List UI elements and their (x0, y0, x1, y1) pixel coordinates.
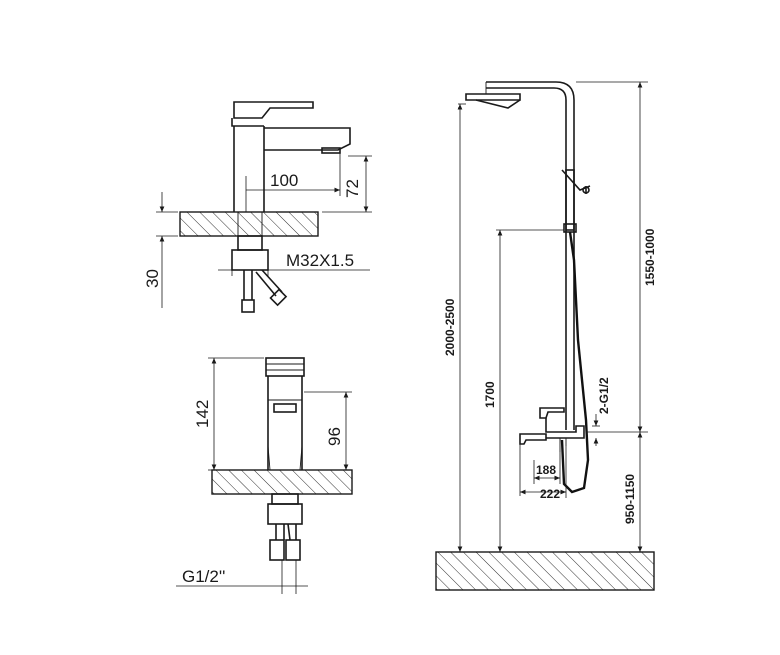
rain-shower-head (465, 93, 521, 101)
spout-aerator (321, 147, 341, 154)
supply-hose-side (243, 269, 283, 300)
countertop-side (179, 211, 319, 237)
dim-overall-height: 2000-2500 (443, 298, 457, 356)
faucet-body-front (267, 376, 303, 470)
bath-spout (519, 433, 547, 445)
dim-inlet: 2-G1/2 (597, 377, 611, 414)
mounting-nut-side (231, 249, 269, 271)
dim-holder-height: 1700 (483, 381, 497, 408)
dim-spout-reach: 100 (270, 171, 298, 190)
faucet-shank-side (237, 235, 263, 251)
shower-column: 2000-2500 1550-1000 950-1150 1700 2-G1/2… (435, 81, 657, 591)
dim-thread: M32X1.5 (286, 251, 354, 270)
shower-arm (486, 81, 575, 430)
slide-bar (565, 169, 575, 231)
dim-spout-222: 222 (540, 487, 560, 501)
basin-faucet-front-view: 142 96 G1/2'' (176, 357, 353, 594)
faucet-lever (233, 101, 314, 119)
dim-spout-188: 188 (536, 463, 556, 477)
supply-hose-front (275, 523, 297, 541)
faucet-shank-front (271, 493, 299, 505)
dim-spout-height: 72 (343, 179, 362, 198)
basin-faucet-side-view: 100 72 30 M32X1.5 (143, 101, 372, 313)
shower-hose (560, 231, 590, 494)
dim-body-height: 96 (325, 427, 344, 446)
shower-mixer (539, 407, 565, 419)
faucet-head-front (265, 357, 305, 377)
mounting-nut-front (267, 503, 303, 525)
dim-column-adjust: 1550-1000 (643, 228, 657, 286)
dim-hose-thread: G1/2'' (182, 567, 225, 586)
faucet-spout (264, 127, 351, 151)
countertop-front (211, 469, 353, 495)
dim-mixer-height: 950-1150 (623, 474, 637, 524)
dim-total-height: 142 (193, 400, 212, 428)
floor (435, 551, 655, 591)
dim-countertop: 30 (143, 269, 162, 288)
faucet-body-side (231, 118, 265, 212)
